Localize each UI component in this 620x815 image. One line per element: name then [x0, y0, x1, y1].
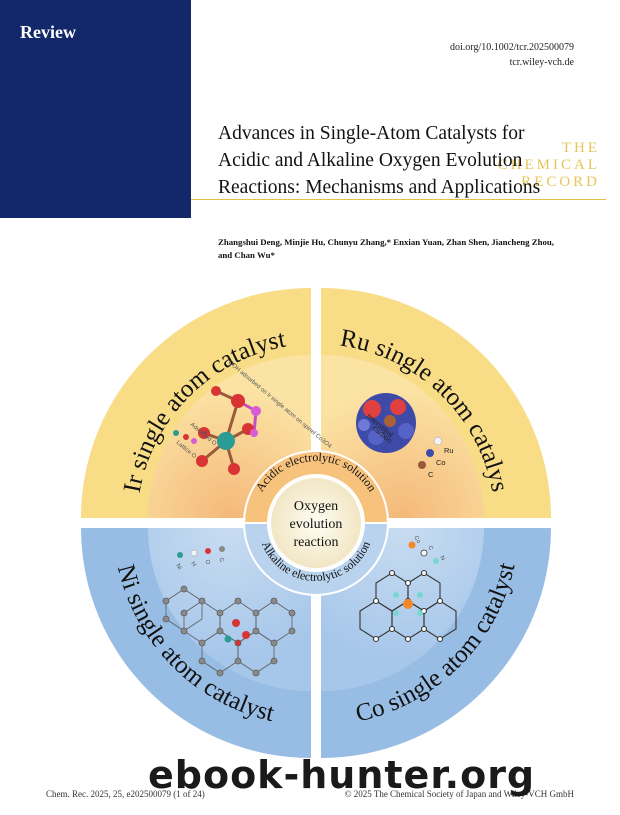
alkaline-ring: [242, 522, 390, 596]
doi-block: doi.org/10.1002/tcr.202500079 tcr.wiley-…: [450, 40, 574, 70]
title-line: Acidic and Alkaline Oxygen Evolution: [218, 150, 523, 171]
doi-link[interactable]: doi.org/10.1002/tcr.202500079: [450, 42, 574, 53]
graphical-abstract: Ir single atom catalyst Ru single atom c…: [76, 283, 551, 758]
author-line: Zhangshui Deng, Minjie Hu, Chunyu Zhang,…: [218, 237, 554, 247]
journal-name-line: CHEMICAL: [497, 157, 600, 173]
section-label: Review: [20, 22, 76, 42]
center-line: Oxygen: [294, 499, 338, 514]
journal-name-line: RECORD: [521, 174, 600, 190]
journal-name-line: THE: [561, 140, 600, 156]
article-title: Advances in Single-Atom Catalysts for Ac…: [218, 120, 598, 201]
center-line: evolution: [290, 517, 343, 532]
co-legend-n: N: [438, 555, 445, 562]
author-list: Zhangshui Deng, Minjie Hu, Chunyu Zhang,…: [218, 236, 608, 261]
ni-legend-c: C: [217, 557, 225, 564]
ru-legend-ru: Ru: [444, 446, 454, 455]
site-link[interactable]: tcr.wiley-vch.de: [509, 57, 574, 68]
ni-legend: Ni H O C: [174, 546, 225, 571]
journal-name: THE CHEMICAL RECORD: [498, 140, 600, 191]
center-line: reaction: [293, 535, 338, 550]
oer-center: [269, 476, 363, 570]
ir-legend-h: H: [201, 430, 208, 437]
acidic-ring: [242, 450, 390, 524]
title-line: Advances in Single-Atom Catalysts for: [218, 123, 525, 144]
copyright-footer: © 2025 The Chemical Society of Japan and…: [344, 789, 574, 799]
co-legend: Co C N: [408, 535, 446, 564]
co-legend-c: C: [426, 545, 434, 552]
ru-structure-illustration: Interstitial carbon Ru Co C: [356, 393, 454, 479]
author-line: and Chan Wu*: [218, 249, 275, 260]
citation-footer: Chem. Rec. 2025, 25, e202500079 (1 of 24…: [46, 789, 205, 799]
journal-banner: [0, 0, 191, 218]
ru-legend-co: Co: [436, 458, 446, 467]
co-legend-co: Co: [412, 535, 421, 545]
ni-legend-ni: Ni: [174, 563, 182, 571]
ni-legend-o: O: [203, 559, 211, 566]
title-rule: [191, 199, 606, 200]
ru-legend-c: C: [428, 470, 434, 479]
ni-legend-h: H: [189, 561, 196, 568]
ni-structure-illustration: [162, 585, 296, 677]
co-structure-illustration: [359, 569, 457, 643]
watermark: ebook-hunter.org: [148, 753, 536, 797]
title-line: Reactions: Mechanisms and Applications: [218, 177, 541, 198]
